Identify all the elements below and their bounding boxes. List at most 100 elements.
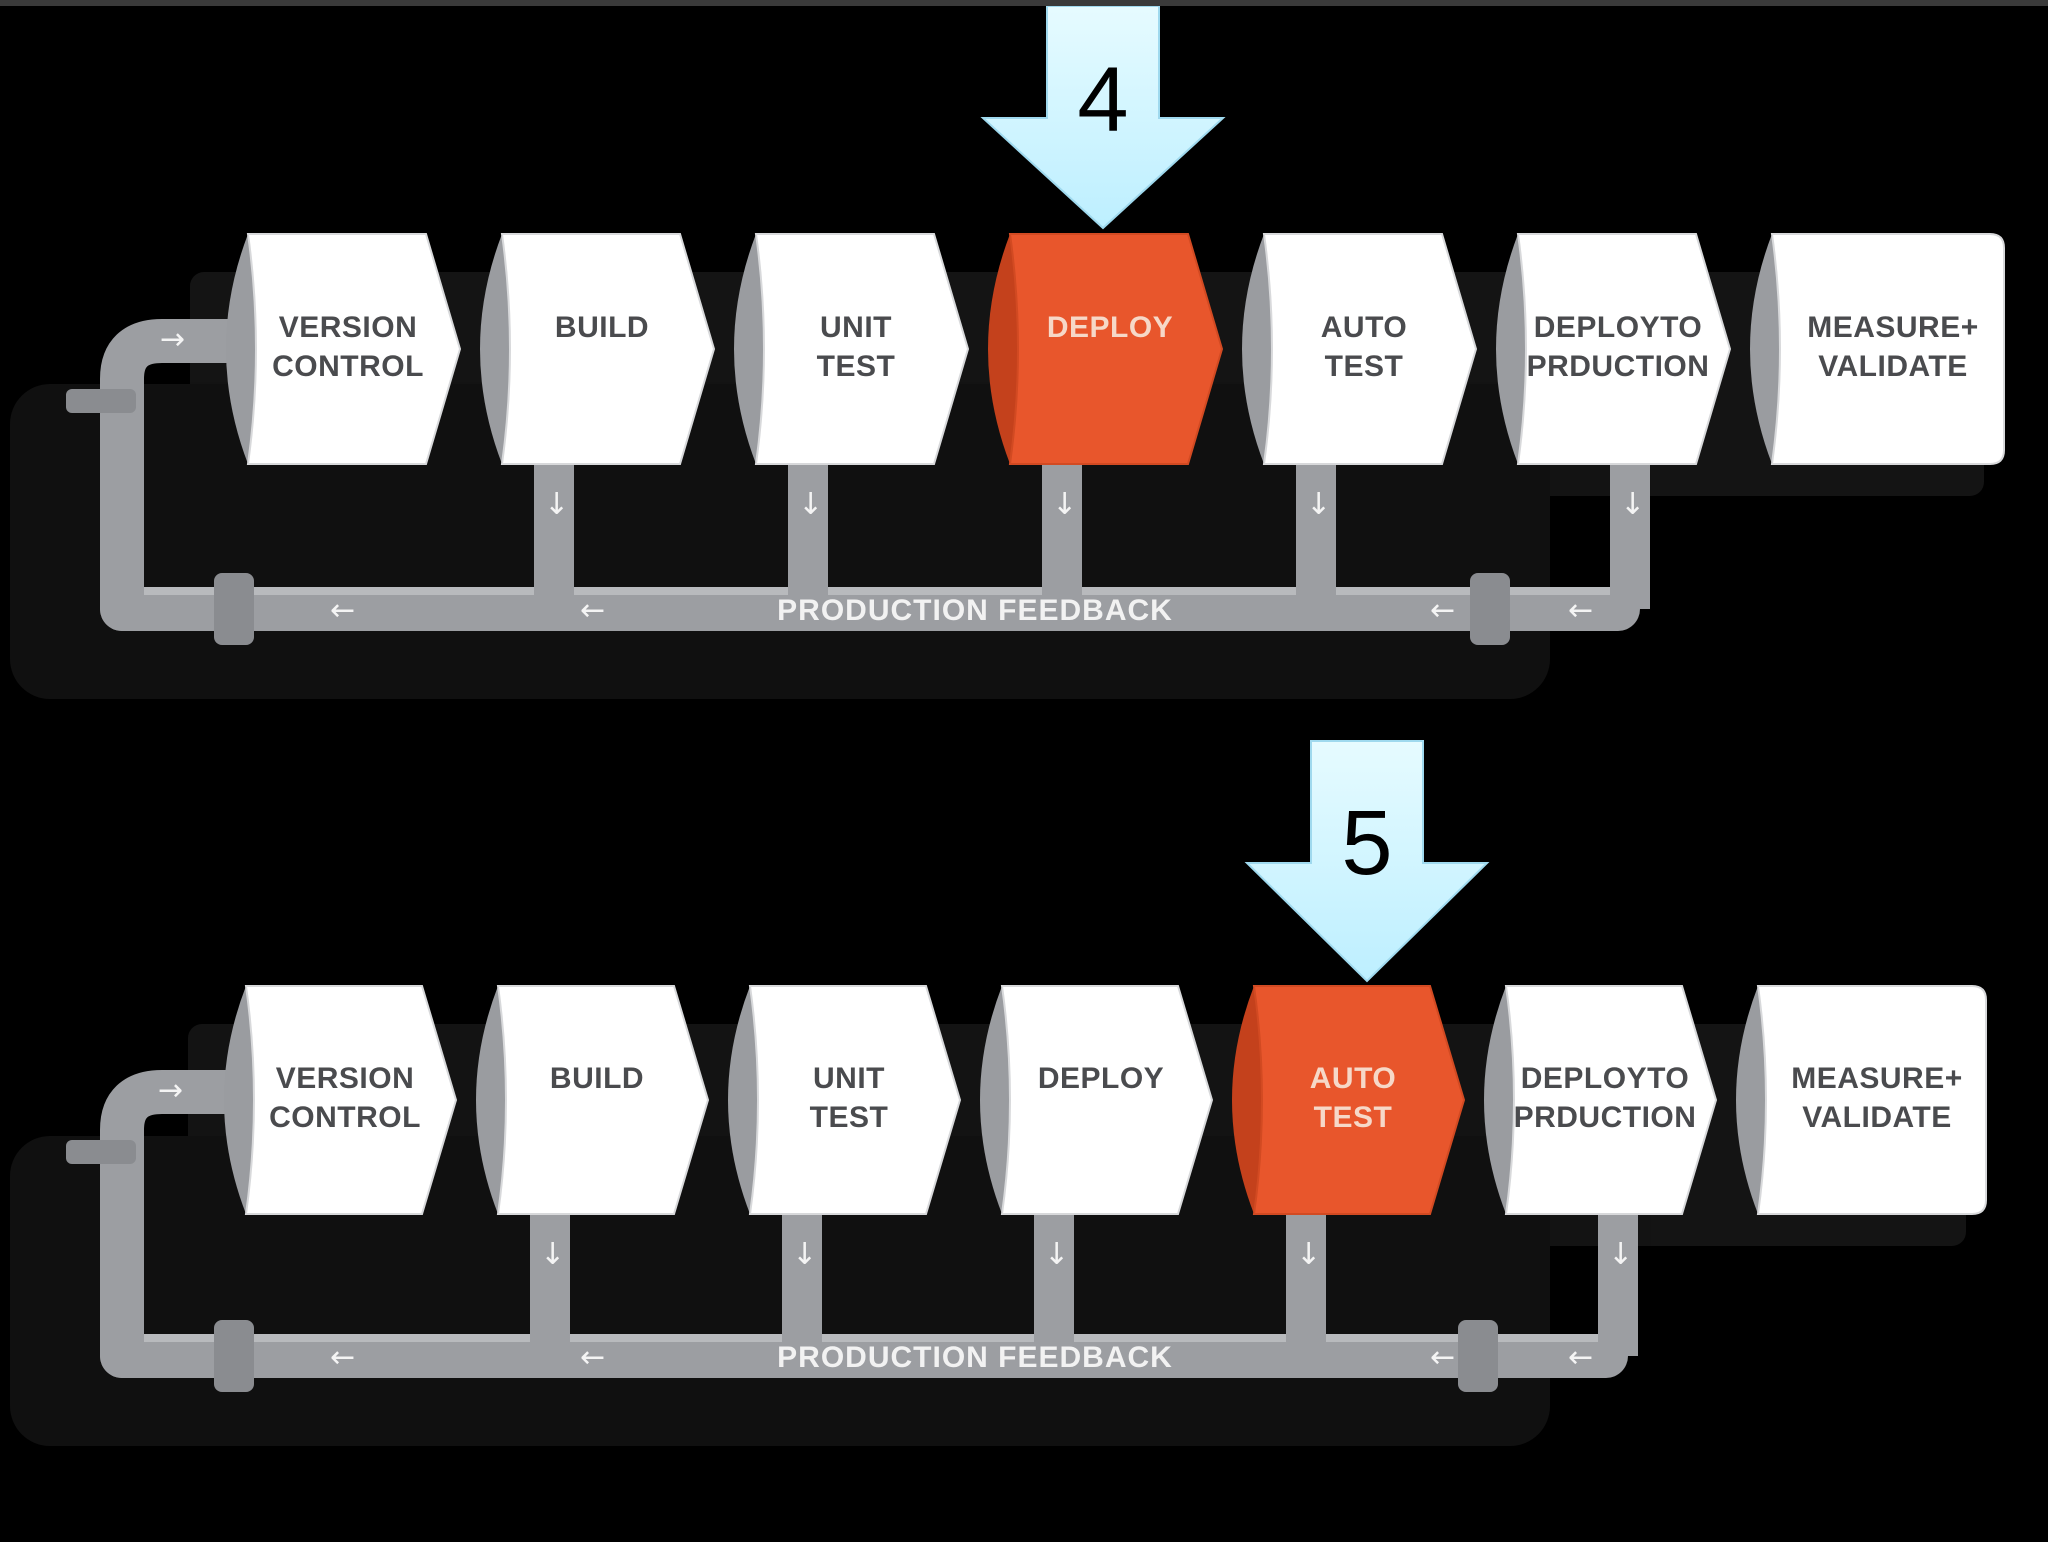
drop-pipe (788, 456, 828, 609)
stage-body (748, 985, 962, 1215)
step-number: 5 (1341, 792, 1392, 894)
stage-3: UNIT TEST (734, 233, 970, 465)
down-arrow-icon: ↓ (540, 1237, 565, 1272)
stage-label: VALIDATE (1802, 1101, 1952, 1134)
stage-label: VERSION (276, 1062, 415, 1095)
stage-label: CONTROL (269, 1101, 421, 1134)
drop-pipe (782, 1206, 822, 1356)
left-arrow-icon: ← (330, 1340, 355, 1375)
pipeline-2: →↓↓↓↓↓←←←←PRODUCTION FEEDBACKVERSIONCONT… (10, 740, 1987, 1446)
stage-body (1516, 233, 1732, 465)
stage-body (1756, 985, 1987, 1215)
drop-pipe (530, 1206, 570, 1356)
stage-label: TEST (817, 350, 896, 383)
drop-pipe (1610, 456, 1650, 609)
feedback-pipe-return (100, 1070, 270, 1378)
stage-3: UNIT TEST (728, 985, 962, 1215)
left-arrow-icon: ← (580, 593, 605, 628)
stage-body (246, 233, 462, 465)
drop-pipe (1034, 1206, 1074, 1356)
feedback-label: PRODUCTION FEEDBACK (777, 1341, 1173, 1374)
left-arrow-icon: ← (1430, 593, 1455, 628)
feedback-pipe: →↓↓↓↓↓←←←←PRODUCTION FEEDBACK (66, 319, 1650, 645)
feedback-pipe-highlight (100, 587, 1640, 595)
stage-5-highlighted: AUTO TEST (1232, 985, 1466, 1215)
stage-7: MEASURE+ VALIDATE (1736, 985, 1987, 1215)
feedback-pipe: →↓↓↓↓↓←←←←PRODUCTION FEEDBACK (66, 1070, 1638, 1392)
pipe-coupler (1458, 1320, 1498, 1392)
down-arrow-icon: ↓ (1052, 487, 1077, 522)
stage-4-highlighted: DEPLOY (988, 233, 1224, 465)
pipe-coupler (1470, 573, 1510, 645)
stage-label: UNIT (813, 1062, 885, 1095)
down-arrow-icon: ↓ (1620, 487, 1645, 522)
stage-label: DEPLOY (1047, 311, 1173, 344)
stage-body (496, 985, 710, 1215)
pipe-coupler (214, 573, 254, 645)
step-pointer-arrow: 4 (980, 6, 1226, 230)
stage-label: VERSION (279, 311, 418, 344)
drop-pipe (534, 456, 574, 609)
stage-body (500, 233, 716, 465)
pipeline-diagrams: → ↓ ↓ ↓ ↓ ↓ ← ← ← ← PRODUCTION FEEDBACK VERSION CONT… (10, 6, 2005, 1446)
flow-arrow-icon: → (158, 1073, 183, 1108)
stage-label: BUILD (550, 1062, 644, 1095)
stage-1: VERSION CONTROL (226, 233, 462, 465)
stage-label: PRDUCTION (1527, 350, 1710, 383)
stage-label: CONTROL (272, 350, 424, 383)
stage-label: VALIDATE (1818, 350, 1968, 383)
stage-label: UNIT (820, 311, 892, 344)
stage-label: DEPLOYTO (1521, 1062, 1689, 1095)
stage-2: BUILD (476, 985, 710, 1215)
feedback-pipe-return (100, 319, 272, 631)
down-arrow-icon (1244, 740, 1490, 983)
down-arrow-icon: ↓ (798, 487, 823, 522)
feedback-label: PRODUCTION FEEDBACK (777, 594, 1173, 627)
left-arrow-icon: ← (1430, 1340, 1455, 1375)
down-arrow-icon (980, 6, 1226, 230)
stage-label: AUTO (1321, 311, 1407, 344)
left-arrow-icon: ← (330, 593, 355, 628)
down-arrow-icon: ↓ (1296, 1237, 1321, 1272)
drop-pipe (1296, 456, 1336, 609)
stage-label: DEPLOY (1038, 1062, 1164, 1095)
down-arrow-icon: ↓ (792, 1237, 817, 1272)
flow-arrow-icon: → (160, 322, 185, 357)
pipe-coupler (66, 389, 136, 413)
stage-body (1000, 985, 1214, 1215)
pipeline-1: →↓↓↓↓↓←←←←PRODUCTION FEEDBACKVERSIONCONT… (10, 6, 2005, 699)
drop-pipe (1598, 1206, 1638, 1356)
stage-label: TEST (1314, 1101, 1393, 1134)
drop-pipe (1042, 456, 1082, 609)
drop-pipe (1286, 1206, 1326, 1356)
stage-body (1262, 233, 1478, 465)
stage-body (1008, 233, 1224, 465)
stage-body (1504, 985, 1718, 1215)
feedback-pipe-highlight (100, 1334, 1628, 1342)
stage-body (1770, 233, 2005, 465)
left-arrow-icon: ← (580, 1340, 605, 1375)
stage-label: AUTO (1310, 1062, 1396, 1095)
down-arrow-icon: ↓ (1044, 1237, 1069, 1272)
feedback-pipe-horizontal (100, 587, 1640, 631)
pipe-coupler (214, 1320, 254, 1392)
stage-label: BUILD (555, 311, 649, 344)
down-arrow-icon: ↓ (1608, 1237, 1633, 1272)
stage-7: MEASURE+ VALIDATE (1750, 233, 2005, 465)
stage-4: DEPLOY (980, 985, 1214, 1215)
pipe-coupler (66, 1140, 136, 1164)
stage-1: VERSION CONTROL (224, 985, 458, 1215)
left-arrow-icon: ← (1568, 593, 1593, 628)
stage-label: TEST (1325, 350, 1404, 383)
step-number: 4 (1077, 49, 1128, 151)
stage-label: MEASURE+ (1807, 311, 1979, 344)
stage-5: AUTO TEST (1242, 233, 1478, 465)
stage-label: MEASURE+ (1791, 1062, 1963, 1095)
stage-2: BUILD (480, 233, 716, 465)
stage-label: TEST (810, 1101, 889, 1134)
stage-body (244, 985, 458, 1215)
stage-body (754, 233, 970, 465)
